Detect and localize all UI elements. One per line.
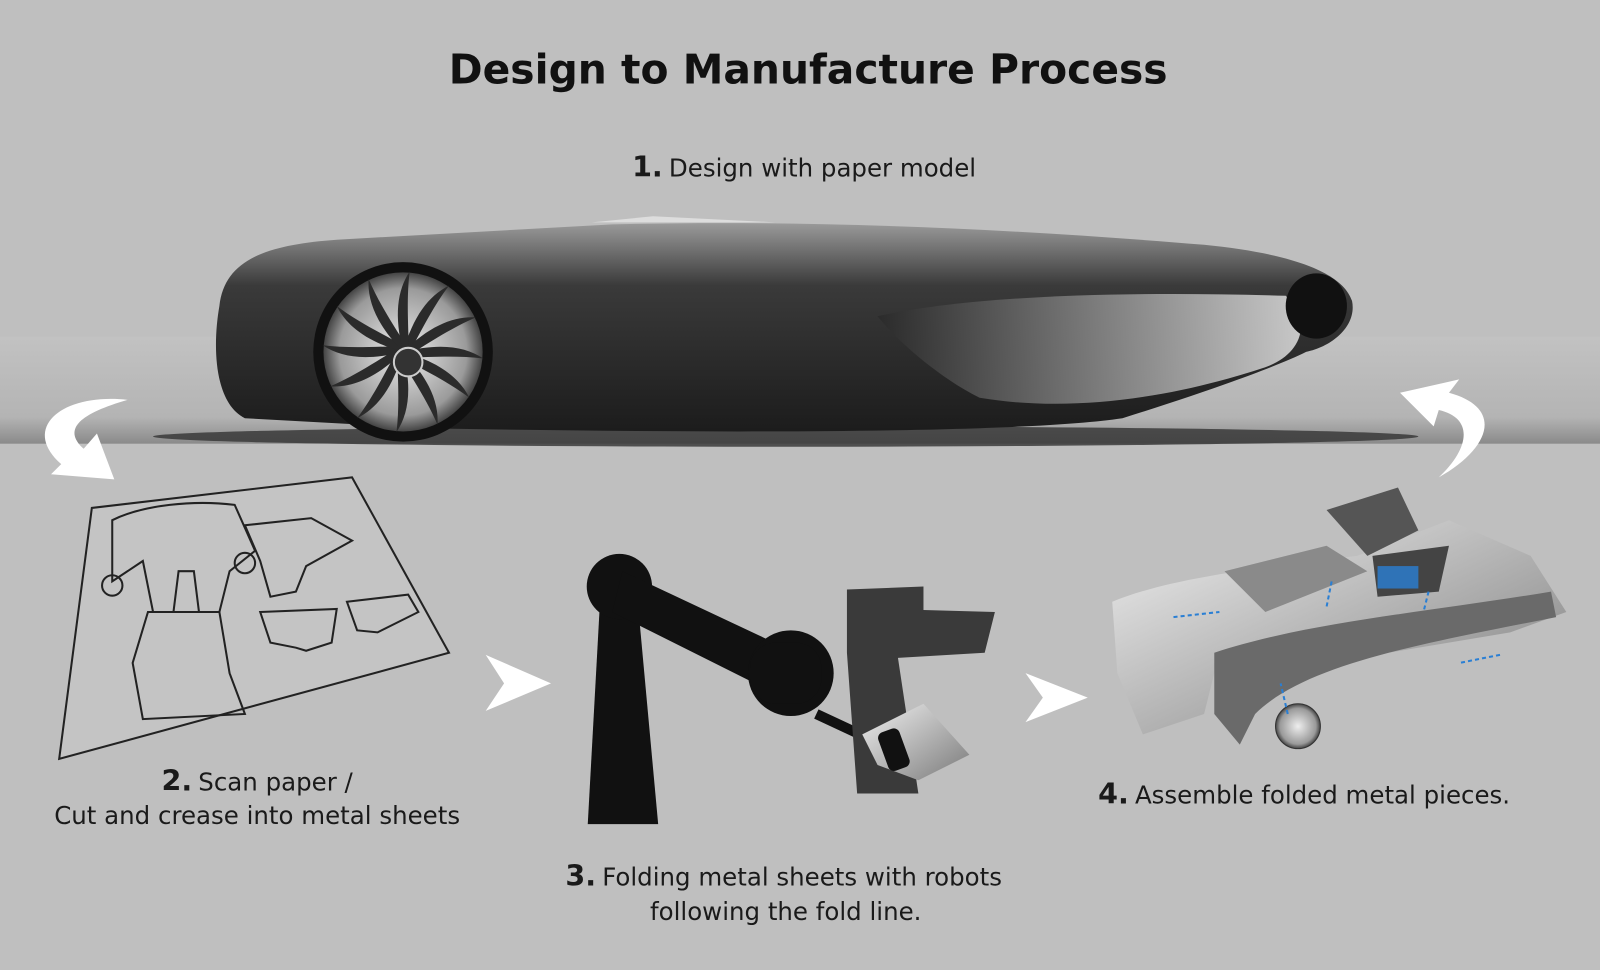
assembled-metal-pieces	[1112, 487, 1567, 750]
wheel-spoke	[403, 317, 476, 358]
step-4-label: 4.Assemble folded metal pieces.	[1098, 777, 1510, 811]
wheel-spoke	[368, 278, 409, 352]
wheel-spoke	[357, 348, 404, 419]
car-paper-model	[153, 216, 1419, 447]
wheel-spoke	[336, 305, 407, 352]
arrow-right-icon	[485, 654, 552, 711]
wheel-spoke	[330, 346, 404, 387]
wheel-badge-icon	[392, 346, 424, 378]
arrow-right-icon	[1025, 673, 1088, 723]
wheel-spoke	[397, 271, 410, 352]
wheel-spoke	[402, 346, 484, 359]
wheel-spoke	[322, 345, 404, 358]
step-2-label-line2: Cut and crease into metal sheets	[54, 801, 460, 830]
page-title: Design to Manufacture Process	[449, 46, 1168, 94]
paper-pattern-sheet	[57, 476, 451, 761]
step-1-label: 1.Design with paper model	[632, 149, 976, 183]
curved-arrow-icon	[1400, 379, 1485, 478]
wheel-spoke	[403, 285, 449, 355]
step-2-label: 2.Scan paper /	[161, 763, 353, 797]
step-3-label-line2: following the fold line.	[650, 897, 921, 926]
curved-arrow-icon	[44, 398, 128, 480]
folding-robot-illustration	[586, 553, 995, 825]
step-3-label: 3.Folding metal sheets with robots	[565, 858, 1002, 892]
